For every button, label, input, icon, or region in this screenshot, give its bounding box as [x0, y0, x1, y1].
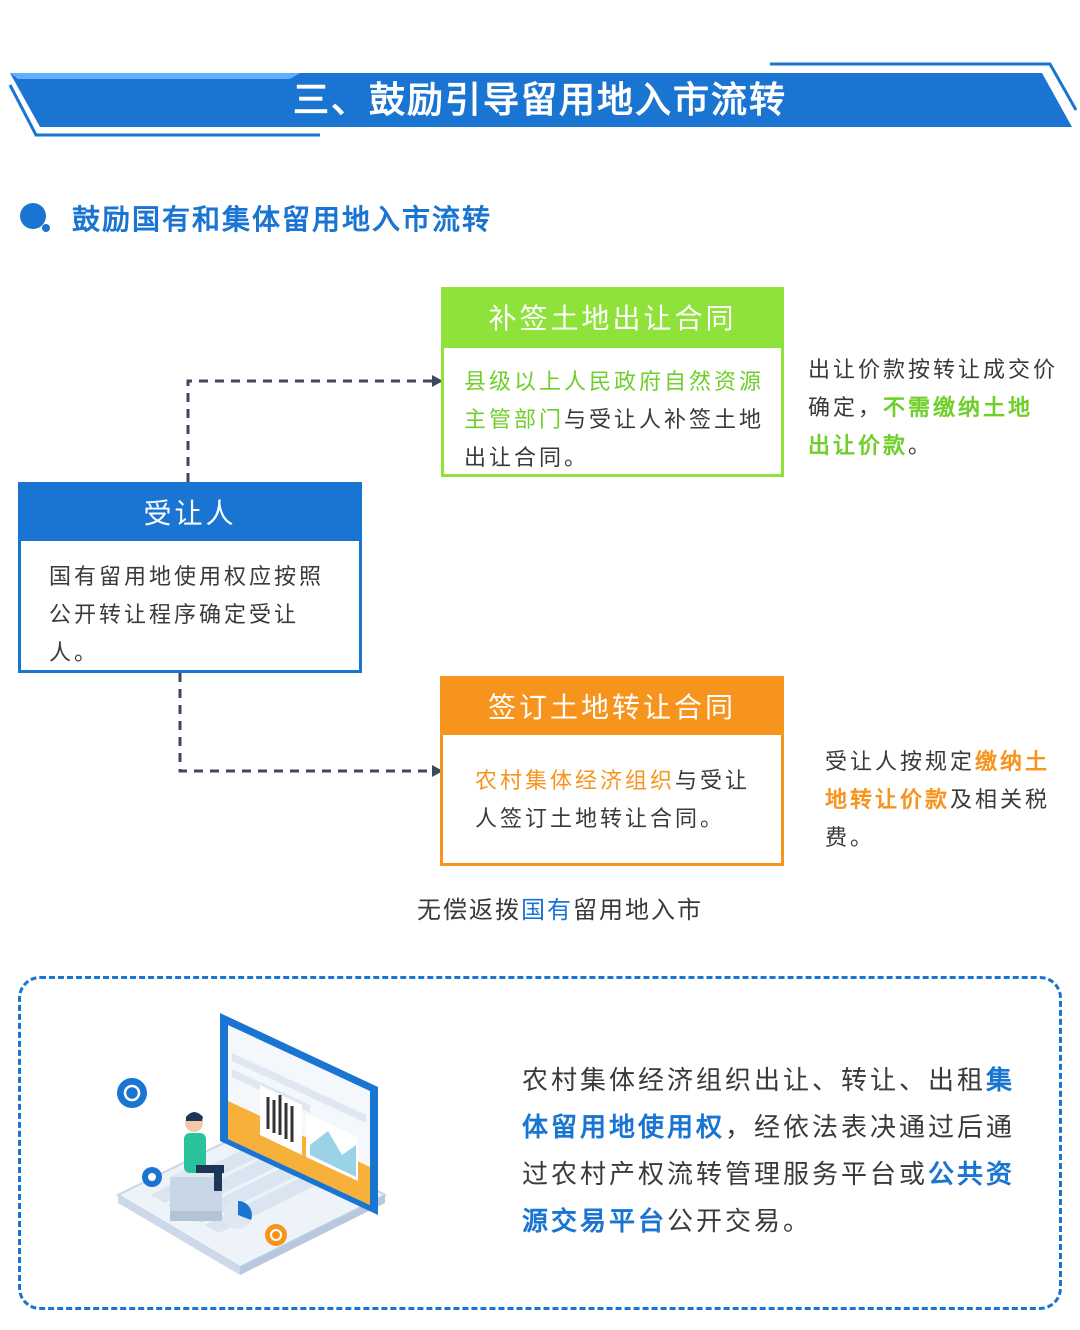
qianding-contract-box: 签订土地转让合同 农村集体经济组织与受让人签订土地转让合同。 — [440, 676, 784, 866]
connector-to-buqian — [186, 379, 432, 482]
qianding-box-body: 农村集体经济组织与受让人签订土地转让合同。 — [443, 735, 781, 839]
connector-to-qianding — [178, 673, 432, 773]
qianding-body-highlight: 农村集体经济组织 — [475, 769, 676, 794]
buqian-note-highlight: 不需缴纳土地出让价款 — [808, 396, 1034, 459]
buqian-body-highlight: 县级以上人民政府自然资源主管部门 — [464, 370, 765, 433]
buqian-box-title: 补签土地出让合同 — [444, 290, 781, 348]
qianding-note-part1: 受让人按规定 — [825, 750, 976, 775]
person-icon — [170, 1112, 224, 1221]
assignee-box-body: 国有留用地使用权应按照公开转让程序确定受让人。 — [49, 565, 325, 666]
buqian-note: 出让价款按转让成交价确定，不需缴纳土地出让价款。 — [808, 352, 1058, 466]
gear-icon — [142, 1167, 162, 1187]
assignee-box: 受让人 国有留用地使用权应按照公开转让程序确定受让人。 — [18, 482, 362, 673]
buqian-note-part2: 。 — [908, 434, 934, 459]
circle-dot-icon — [20, 203, 50, 232]
title-banner — [8, 62, 1078, 137]
coin-icon — [265, 1224, 287, 1246]
buqian-note-part1: 出让价款按转让成交价确定， — [808, 358, 1059, 421]
banner-title: 三、鼓励引导留用地入市流转 — [292, 80, 787, 121]
caption-highlight: 国有 — [521, 896, 573, 924]
buqian-box-body: 县级以上人民政府自然资源主管部门与受让人补签土地出让合同。 — [444, 348, 781, 478]
qianding-box-title: 签订土地转让合同 — [443, 679, 781, 735]
panel-highlight-1: 集体留用地使用权 — [522, 1066, 1016, 1143]
info-panel — [18, 976, 1062, 1310]
panel-highlight-2: 公共资源交易平台 — [522, 1160, 1016, 1237]
qianding-note-highlight: 缴纳土地转让价款 — [825, 750, 1051, 813]
assignee-box-title: 受让人 — [21, 485, 359, 541]
qianding-note-part2: 及相关税费。 — [825, 788, 1051, 851]
panel-text-part1: 农村集体经济组织出让、转让、出租 — [522, 1066, 987, 1096]
qianding-body-rest: 与受让人签订土地转让合同。 — [475, 769, 751, 832]
at-sign-icon — [117, 1078, 147, 1108]
buqian-contract-box: 补签土地出让合同 县级以上人民政府自然资源主管部门与受让人补签土地出让合同。 — [441, 287, 784, 477]
qianding-note: 受让人按规定缴纳土地转让价款及相关税费。 — [825, 744, 1055, 858]
laptop-illustration-icon — [115, 1013, 388, 1275]
panel-text: 农村集体经济组织出让、转让、出租集体留用地使用权，经依法表决通过后通过农村产权流… — [522, 1058, 1042, 1246]
panel-text-part3: 公开交易。 — [667, 1207, 813, 1237]
buqian-body-rest: 与受让人补签土地出让合同。 — [464, 408, 765, 471]
caption-part1: 无偿返拨 — [417, 896, 521, 924]
pie-chart-icon — [224, 1201, 252, 1229]
section-heading: 鼓励国有和集体留用地入市流转 — [72, 203, 493, 236]
caption: 无偿返拨国有留用地入市 — [0, 890, 1080, 925]
panel-text-part2: ，经依法表决通过后通过农村产权流转管理服务平台或 — [522, 1113, 1016, 1190]
caption-part2: 留用地入市 — [573, 896, 703, 924]
